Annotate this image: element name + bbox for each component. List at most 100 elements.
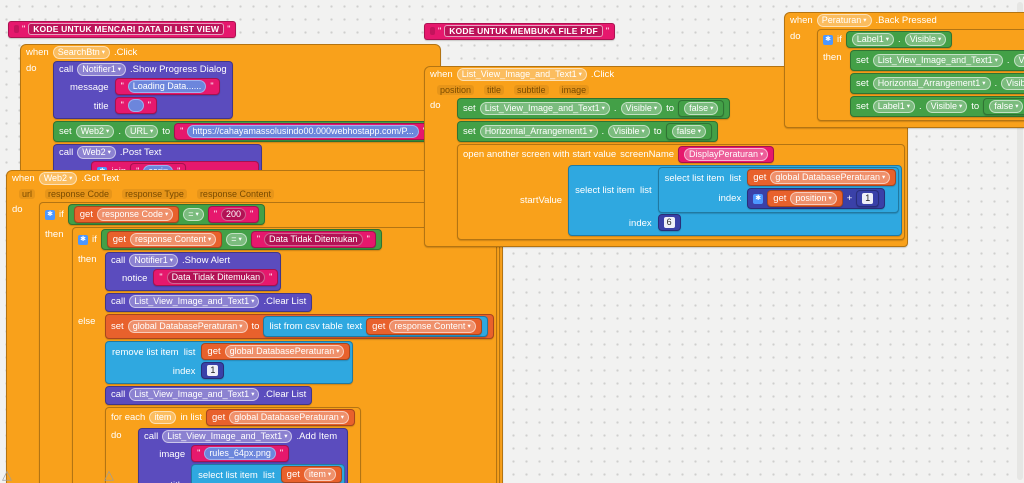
dropdown-field[interactable]: global DatabasePeraturan▾ (229, 411, 350, 424)
text-block[interactable]: "200" (207, 206, 260, 223)
comment-text-block[interactable]: "KODE UNTUK MENCARI DATA DI LIST VIEW" (8, 20, 237, 38)
vertical-scrollbar[interactable] (1017, 2, 1023, 480)
dropdown-field[interactable]: =▾ (183, 208, 204, 221)
dropdown-field[interactable]: SearchBtn▾ (52, 46, 111, 59)
dropdown-field[interactable]: Label1▾ (872, 100, 915, 113)
dropdown-field[interactable]: response Content▾ (389, 320, 476, 333)
dropdown-field[interactable]: DisplayPeraturan▾ (684, 148, 769, 161)
text-block[interactable]: "rules_64px.png" (191, 445, 290, 463)
dropdown-field[interactable]: List_View_Image_and_Text1▾ (129, 388, 260, 401)
text-block[interactable]: "Data Tidak Ditemukan" (250, 231, 376, 248)
dropdown-field[interactable]: global DatabasePeraturan▾ (770, 171, 891, 185)
dropdown-field[interactable]: false▾ (671, 125, 706, 138)
dropdown-field[interactable]: response Code▾ (96, 208, 174, 221)
number-field[interactable]: 6 (663, 217, 675, 229)
text-block[interactable]: "" (114, 97, 157, 115)
dropdown-field[interactable]: global DatabasePeraturan▾ (127, 320, 248, 333)
dropdown-field[interactable]: URL▾ (124, 125, 159, 138)
dropdown-field[interactable]: Label1▾ (851, 33, 895, 46)
mutator-gear-icon[interactable]: ✱ (78, 234, 88, 245)
set-property-block[interactable]: setHorizontal_Arrangement1▾.Visible▾totr… (850, 73, 1024, 94)
text-field[interactable] (127, 99, 144, 113)
dropdown-field[interactable]: item (149, 411, 177, 424)
dropdown-field[interactable]: Visible▾ (1001, 77, 1024, 90)
mutator-gear-icon[interactable]: ✱ (823, 34, 833, 45)
dropdown-field[interactable]: Horizontal_Arrangement1▾ (479, 125, 598, 138)
text-field[interactable]: Loading Data...... (127, 80, 207, 94)
screen-name-block[interactable]: DisplayPeraturan▾ (678, 146, 775, 163)
dropdown-field[interactable]: Visible▾ (904, 33, 947, 46)
dropdown-field[interactable]: Horizontal_Arrangement1▾ (872, 77, 991, 90)
dropdown-field[interactable]: Visible▾ (608, 125, 650, 138)
comment-text-block[interactable]: "KODE UNTUK MEMBUKA FILE PDF" (424, 22, 616, 40)
mutator-gear-icon[interactable]: ✱ (753, 193, 764, 204)
dropdown-field[interactable]: item▾ (303, 468, 337, 482)
dropdown-field[interactable]: Web2▾ (77, 146, 116, 159)
logic-boolean-block[interactable]: false▾ (678, 100, 725, 117)
text-field[interactable]: Data Tidak Ditemukan (166, 271, 266, 285)
logic-boolean-block[interactable]: false▾ (983, 98, 1024, 115)
dropdown-field[interactable]: global DatabasePeraturan▾ (224, 345, 345, 359)
dropdown-field[interactable]: Visible▾ (620, 102, 663, 115)
number-block[interactable]: 6 (657, 214, 681, 232)
number-block[interactable]: 1 (201, 362, 225, 380)
number-field[interactable]: 1 (207, 365, 219, 377)
dropdown-field[interactable]: =▾ (226, 233, 247, 246)
text-field[interactable]: https://cahayamassolusindo00.000webhosta… (187, 125, 419, 138)
text-field[interactable]: 200 (221, 208, 247, 221)
number-block[interactable]: 1 (856, 190, 880, 207)
dropdown-field[interactable]: Peraturan▾ (816, 14, 872, 27)
dropdown-field[interactable]: position▾ (790, 192, 837, 205)
text-field[interactable]: rules_64px.png (204, 447, 276, 461)
dropdown-field[interactable]: Notifier1▾ (77, 63, 127, 76)
dropdown-field[interactable]: response Content▾ (129, 233, 217, 246)
logic-boolean-block[interactable]: false▾ (665, 123, 712, 140)
mutator-gear-icon[interactable]: ✱ (45, 209, 55, 220)
dropdown-field[interactable]: List_View_Image_and_Text1▾ (872, 54, 1003, 67)
set-property-block[interactable]: setList_View_Image_and_Text1▾.Visible▾to… (850, 50, 1024, 71)
dropdown-field[interactable]: List_View_Image_and_Text1▾ (456, 68, 587, 81)
dropdown-field[interactable]: List_View_Image_and_Text1▾ (129, 295, 260, 308)
dropdown-field[interactable]: Web2▾ (38, 172, 78, 185)
dropdown-field[interactable]: false▾ (684, 102, 719, 115)
text-field[interactable]: Data Tidak Ditemukan (264, 233, 363, 246)
dropdown-field[interactable]: List_View_Image_and_Text1▾ (479, 102, 610, 115)
component-property-get-block[interactable]: Label1▾.Visible▾ (845, 31, 953, 48)
dropdown-field[interactable]: false▾ (989, 100, 1024, 113)
dropdown-field[interactable]: List_View_Image_and_Text1▾ (162, 430, 293, 443)
text-block[interactable]: "Data Tidak Ditemukan" (153, 269, 279, 287)
dropdown-field[interactable]: Web2▾ (75, 125, 115, 138)
text-block[interactable]: "https://cahayamassolusindo00.000webhost… (174, 123, 433, 140)
